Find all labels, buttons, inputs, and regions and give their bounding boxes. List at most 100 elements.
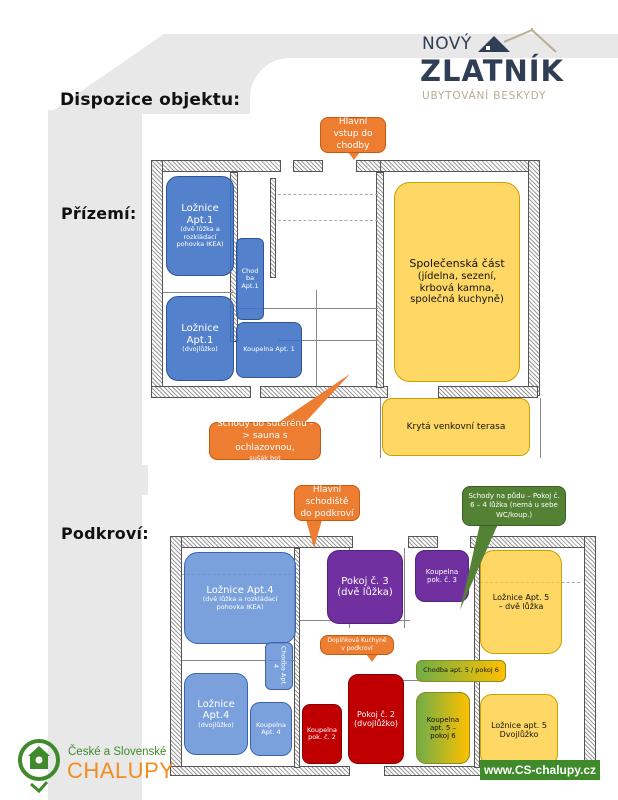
interior-line xyxy=(182,660,294,661)
room-bathroom-apt5-room6: Koupelna apt. 5 – pokoj 6 xyxy=(416,692,470,764)
brand-logo: České a Slovenské CHALUPY xyxy=(16,736,186,796)
dimension-line xyxy=(278,220,378,221)
wall xyxy=(408,536,438,548)
logo-line1: NOVÝ xyxy=(422,34,472,54)
callout-main-staircase: Hlavní schodiště do podkroví xyxy=(294,485,360,521)
room-common-area: Společenská část (jídelna, sezení, krbov… xyxy=(394,182,520,382)
room-bathroom-apt1: Koupelna Apt. 1 xyxy=(236,322,302,378)
terrace-frame xyxy=(540,398,541,458)
wall xyxy=(294,548,300,768)
room-note: (dvě lůžka) xyxy=(337,587,393,598)
room-title: Koupelna pok. č. 3 xyxy=(425,567,459,584)
callout-text: Schody na půdu – Pokoj č. 6 – 4 lůžka (n… xyxy=(468,492,560,519)
wall xyxy=(438,386,538,398)
room-bedroom-apt4-a: Ložnice Apt.4 (dvě lůžka a rozkládací po… xyxy=(184,552,296,644)
background-panel-left xyxy=(48,110,142,800)
main-heading: Dispozice objektu: xyxy=(60,90,241,110)
room-title: Koupelna Apt. 1 xyxy=(243,345,295,354)
room-bathroom-room2: Koupelna pok. č. 2 xyxy=(302,704,342,764)
room-title: Koupelna pok. č. 2 xyxy=(306,725,338,741)
room-title: Pokoj č. 2 xyxy=(356,709,395,719)
room-room3: Pokoj č. 3 (dvě lůžka) xyxy=(327,550,403,624)
interior-line xyxy=(278,340,378,341)
terrace-frame xyxy=(380,398,381,458)
room-note: (dvě lůžka a rozkládací pohovka IKEA) xyxy=(202,595,278,611)
callout-pointer xyxy=(348,152,360,160)
wall xyxy=(584,536,596,776)
room-bedroom-apt5-a: Ložnice Apt. 5 – dvě lůžka xyxy=(480,550,562,654)
callout-main-entrance: Hlavní vstup do chodby xyxy=(320,117,386,153)
wall xyxy=(376,172,384,388)
logo-line2: ZLATNÍK xyxy=(420,54,565,88)
room-bedroom-apt1-a: Ložnice Apt.1 (dvě lůžka a rozkládací po… xyxy=(166,176,234,276)
callout-note: sušák bot xyxy=(249,454,281,463)
room-note: (dvojlůžko) xyxy=(354,719,398,728)
callout-text: Hlavní schodiště do podkroví xyxy=(300,485,354,519)
wall xyxy=(270,178,276,278)
room-bedroom-apt1-b: Ložnice Apt.1 (dvojlůžko) xyxy=(166,296,234,381)
room-title: Krytá venkovní terasa xyxy=(406,421,506,432)
room-title: Ložnice Apt.1 xyxy=(181,323,219,346)
ground-floor-heading: Přízemí: xyxy=(61,204,137,223)
room-title: Ložnice Apt.1 xyxy=(181,203,219,226)
room-title: Ložnice Apt. 5 xyxy=(492,592,550,602)
attic-heading: Podkroví: xyxy=(61,524,149,543)
interior-line xyxy=(163,292,233,293)
brand-line2: CHALUPY xyxy=(67,758,175,783)
interior-line xyxy=(316,290,317,386)
room-title: Pokoj č. 3 xyxy=(341,575,389,587)
interior-line xyxy=(404,548,405,628)
room-bathroom-apt4: Koupelna Apt. 4 xyxy=(250,702,292,756)
house-pin-icon xyxy=(18,739,60,794)
room-note: (jídelna, sezení, krbová kamna, společná… xyxy=(410,271,504,306)
callout-extra-kitchen: Doplňková Kuchyně v podkroví xyxy=(320,635,394,655)
website-link[interactable]: www.CS-chalupy.cz xyxy=(480,760,600,780)
room-corridor-apt4: Chodba Apt. 4 xyxy=(265,642,293,690)
room-bathroom-room3: Koupelna pok. č. 3 xyxy=(415,550,469,602)
callout-text: Hlavní vstup do chodby xyxy=(333,117,373,151)
room-title: Ložnice Apt.4 xyxy=(197,698,235,722)
logo: NOVÝ ZLATNÍK UBYTOVÁNÍ BESKYDY xyxy=(420,26,600,106)
room-title: Koupelna Apt. 4 xyxy=(255,720,287,736)
room-note: (dvojlůžko) xyxy=(198,720,234,729)
callout-text: Schody do suterénu -> sauna s ochlazovno… xyxy=(217,419,313,453)
room-title: Ložnice Apt.4 xyxy=(206,584,274,596)
dimension-line xyxy=(278,194,378,195)
wall xyxy=(380,160,540,172)
brand-line1: České a Slovenské xyxy=(68,746,167,758)
room-bedroom-apt5-b: Ložnice apt. 5 Dvojlůžko xyxy=(480,694,558,766)
wall xyxy=(170,766,350,776)
room-title: Ložnice apt. 5 xyxy=(491,720,547,730)
room-title: Koupelna apt. 5 – pokoj 6 xyxy=(426,715,460,741)
room-bedroom-apt4-b: Ložnice Apt.4 (dvojlůžko) xyxy=(184,673,248,755)
wall xyxy=(293,160,323,172)
roof-icon xyxy=(478,28,557,53)
callout-pointer xyxy=(366,654,378,662)
callout-pointer xyxy=(460,524,498,610)
room-note: Dvojlůžko xyxy=(499,730,539,739)
attic-plan: Ložnice Apt.4 (dvě lůžka a rozkládací po… xyxy=(164,530,596,780)
interior-line xyxy=(238,308,378,309)
callout-pointer xyxy=(306,520,322,548)
background-panel-mid xyxy=(48,465,148,495)
wall xyxy=(528,160,540,396)
wall xyxy=(151,160,281,172)
wall xyxy=(151,160,163,396)
logo-tagline: UBYTOVÁNÍ BESKYDY xyxy=(422,90,547,102)
room-corridor-apt5-room6: Chodba apt. 5 / pokoj 6 xyxy=(416,660,506,682)
callout-attic-stairs: Schody na půdu – Pokoj č. 6 – 4 lůžka (n… xyxy=(462,486,566,526)
room-title: Chod ba Apt.1 xyxy=(241,266,259,290)
room-room2: Pokoj č. 2 (dvojlůžko) xyxy=(348,674,404,764)
room-title: Chodba Apt. 4 xyxy=(272,645,288,687)
room-note: – dvě lůžka xyxy=(498,602,544,611)
callout-pointer xyxy=(270,374,350,428)
room-note: (dvě lůžka a rozkládací pohovka IKEA) xyxy=(176,225,224,249)
room-corridor-apt1: Chod ba Apt.1 xyxy=(236,238,264,320)
room-covered-terrace: Krytá venkovní terasa xyxy=(382,398,530,456)
callout-text: Doplňková Kuchyně v podkroví xyxy=(327,637,387,652)
callout-basement-stairs: Schody do suterénu -> sauna s ochlazovno… xyxy=(209,419,321,463)
room-note: (dvojlůžko) xyxy=(182,345,218,354)
room-title: Společenská část xyxy=(409,257,505,271)
room-title: Chodba apt. 5 / pokoj 6 xyxy=(423,666,499,675)
wall xyxy=(151,386,251,398)
